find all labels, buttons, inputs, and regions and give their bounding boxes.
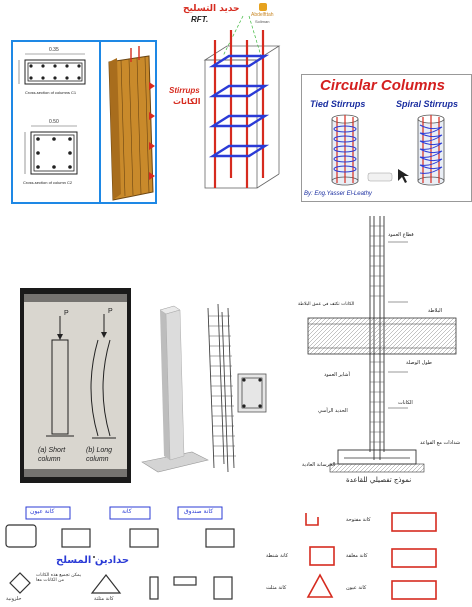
- logo-icon: [259, 3, 267, 11]
- cross-section-drawing: [18, 42, 155, 202]
- logo-name: Abdelfttah: [251, 12, 274, 18]
- tied-label: Tied Stirrups: [310, 99, 366, 109]
- circular-columns-drawing: [331, 114, 445, 186]
- column-3d-drawing: [141, 303, 267, 473]
- shape-label-box: كانة صندوق: [184, 508, 214, 515]
- width-bottom-dim: 0.50: [49, 119, 59, 125]
- type-triangle: كانة مثلث: [266, 585, 287, 591]
- spiral-label: Spiral Stirrups: [396, 99, 459, 109]
- caption-c1: Cross-section of columns C1: [25, 90, 77, 95]
- logo-sub: Soliman: [255, 19, 270, 24]
- label-beam: الكانات تكثف في عمق البلاطة: [298, 302, 355, 307]
- rebar-cage-tile: حديد التسليح RFT. Abdelfttah Soliman Sti…: [165, 0, 292, 202]
- detail-caption: نموذج تفصيلي للقاعدة: [346, 476, 412, 484]
- label-stirrups: الكانات: [398, 400, 413, 406]
- reinforcement-detail-drawing: [307, 216, 457, 473]
- type-bag: كانة شنطة: [266, 553, 289, 559]
- label-column-dowels: أشاير العمود: [324, 372, 350, 378]
- label-slab: البلاطة: [428, 308, 443, 314]
- rft-title-ar: حديد التسليح: [183, 4, 240, 14]
- stirrups-label-en: Stirrups: [169, 86, 200, 95]
- stirrups-label-ar: الكانات: [173, 97, 201, 106]
- column-3d-tile: [138, 292, 278, 487]
- circular-columns-tile: Circular Columns Tied Stirrups Spiral St…: [301, 74, 472, 202]
- stirrup-shapes-drawing: [5, 506, 235, 600]
- load-symbol-a: P: [64, 310, 69, 317]
- label-short-column: (a) Short column: [38, 447, 66, 463]
- rft-title-en: RFT.: [191, 15, 209, 24]
- type-open: كانة مفتوحة: [346, 517, 371, 523]
- label-lap: طول الوصلة: [406, 360, 432, 366]
- shapes-note: يمكن تجميع هذه الكانات من الكانات معا: [36, 573, 81, 583]
- credit-label: By: Eng.Yasser El-Leathy: [304, 191, 372, 197]
- width-top-dim: 0.35: [49, 47, 59, 53]
- circular-title: Circular Columns: [320, 77, 446, 94]
- stirrup-types-drawing: [305, 512, 437, 600]
- caption-c2: Cross-section of column C2: [23, 180, 73, 185]
- cross-section-tile: 0.35 Cross-section of columns C1 0.50 Cr…: [11, 40, 157, 204]
- reinforcement-detail-tile: قطاع العمود الكانات تكثف في عمق البلاطة …: [288, 212, 472, 490]
- label-column-section: قطاع العمود: [388, 232, 414, 238]
- type-eye: كانة عيون: [346, 585, 367, 591]
- label-main-bars: الحديد الرأسي: [318, 408, 348, 414]
- shapes-title: حدادين المسلح: [56, 555, 130, 566]
- load-symbol-b: P: [108, 308, 113, 315]
- shape-label-spiral: حلزونية: [6, 596, 22, 602]
- type-closed: كانة مغلقة: [346, 553, 368, 559]
- label-long-column: (b) Long column: [86, 447, 113, 463]
- rebar-cage-drawing: [203, 15, 281, 189]
- label-plain-concrete: الخرسانة العادية: [302, 462, 336, 468]
- buckling-drawing: [24, 294, 127, 477]
- stirrup-shapes-tile: كانة عيون كانة كانة صندوق حدادين المسلح …: [2, 503, 240, 607]
- shape-label-closed: كانة عيون: [30, 508, 55, 515]
- shape-label-triangle: كانة مثلثة: [94, 596, 114, 602]
- shape-label-regular: كانة: [122, 508, 132, 515]
- label-right-bottom: شدادات مع القواعد: [420, 440, 461, 446]
- buckling-tile: P P (a) Short column (b) Long column: [20, 288, 131, 483]
- stirrup-types-tile: كانة مفتوحة كانة مغلقة كانة عيون كانة شن…: [262, 505, 472, 607]
